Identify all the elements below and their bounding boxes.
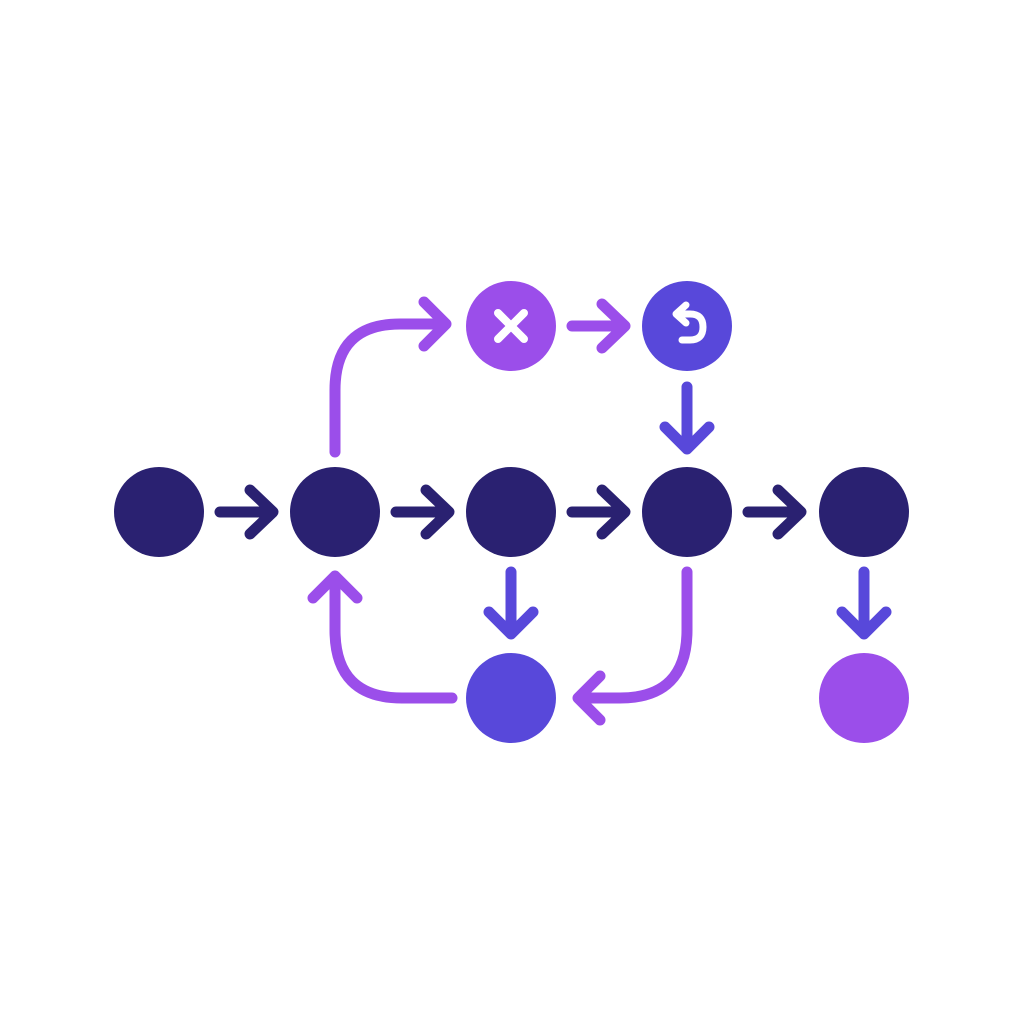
node-n4 — [642, 467, 732, 557]
edge-merge-n2 — [307, 570, 458, 704]
edge-n5-end — [836, 566, 892, 640]
edge-undo-n4 — [659, 381, 715, 455]
edge-n4-n5 — [742, 484, 807, 540]
edge-n3-n4 — [566, 484, 631, 540]
edge-cancel-undo — [566, 298, 631, 354]
node-n3 — [466, 467, 556, 557]
node-n1 — [114, 467, 204, 557]
x-icon — [494, 309, 528, 343]
edge-n2-n3 — [390, 484, 455, 540]
edge-n3-merge — [483, 566, 539, 640]
node-n5 — [819, 467, 909, 557]
node-merge — [466, 653, 556, 743]
edge-n4-merge — [572, 566, 693, 726]
undo-icon — [672, 301, 707, 344]
edge-n2-cancel — [329, 296, 452, 458]
edge-n1-n2 — [214, 484, 279, 540]
node-end — [819, 653, 909, 743]
node-n2 — [290, 467, 380, 557]
